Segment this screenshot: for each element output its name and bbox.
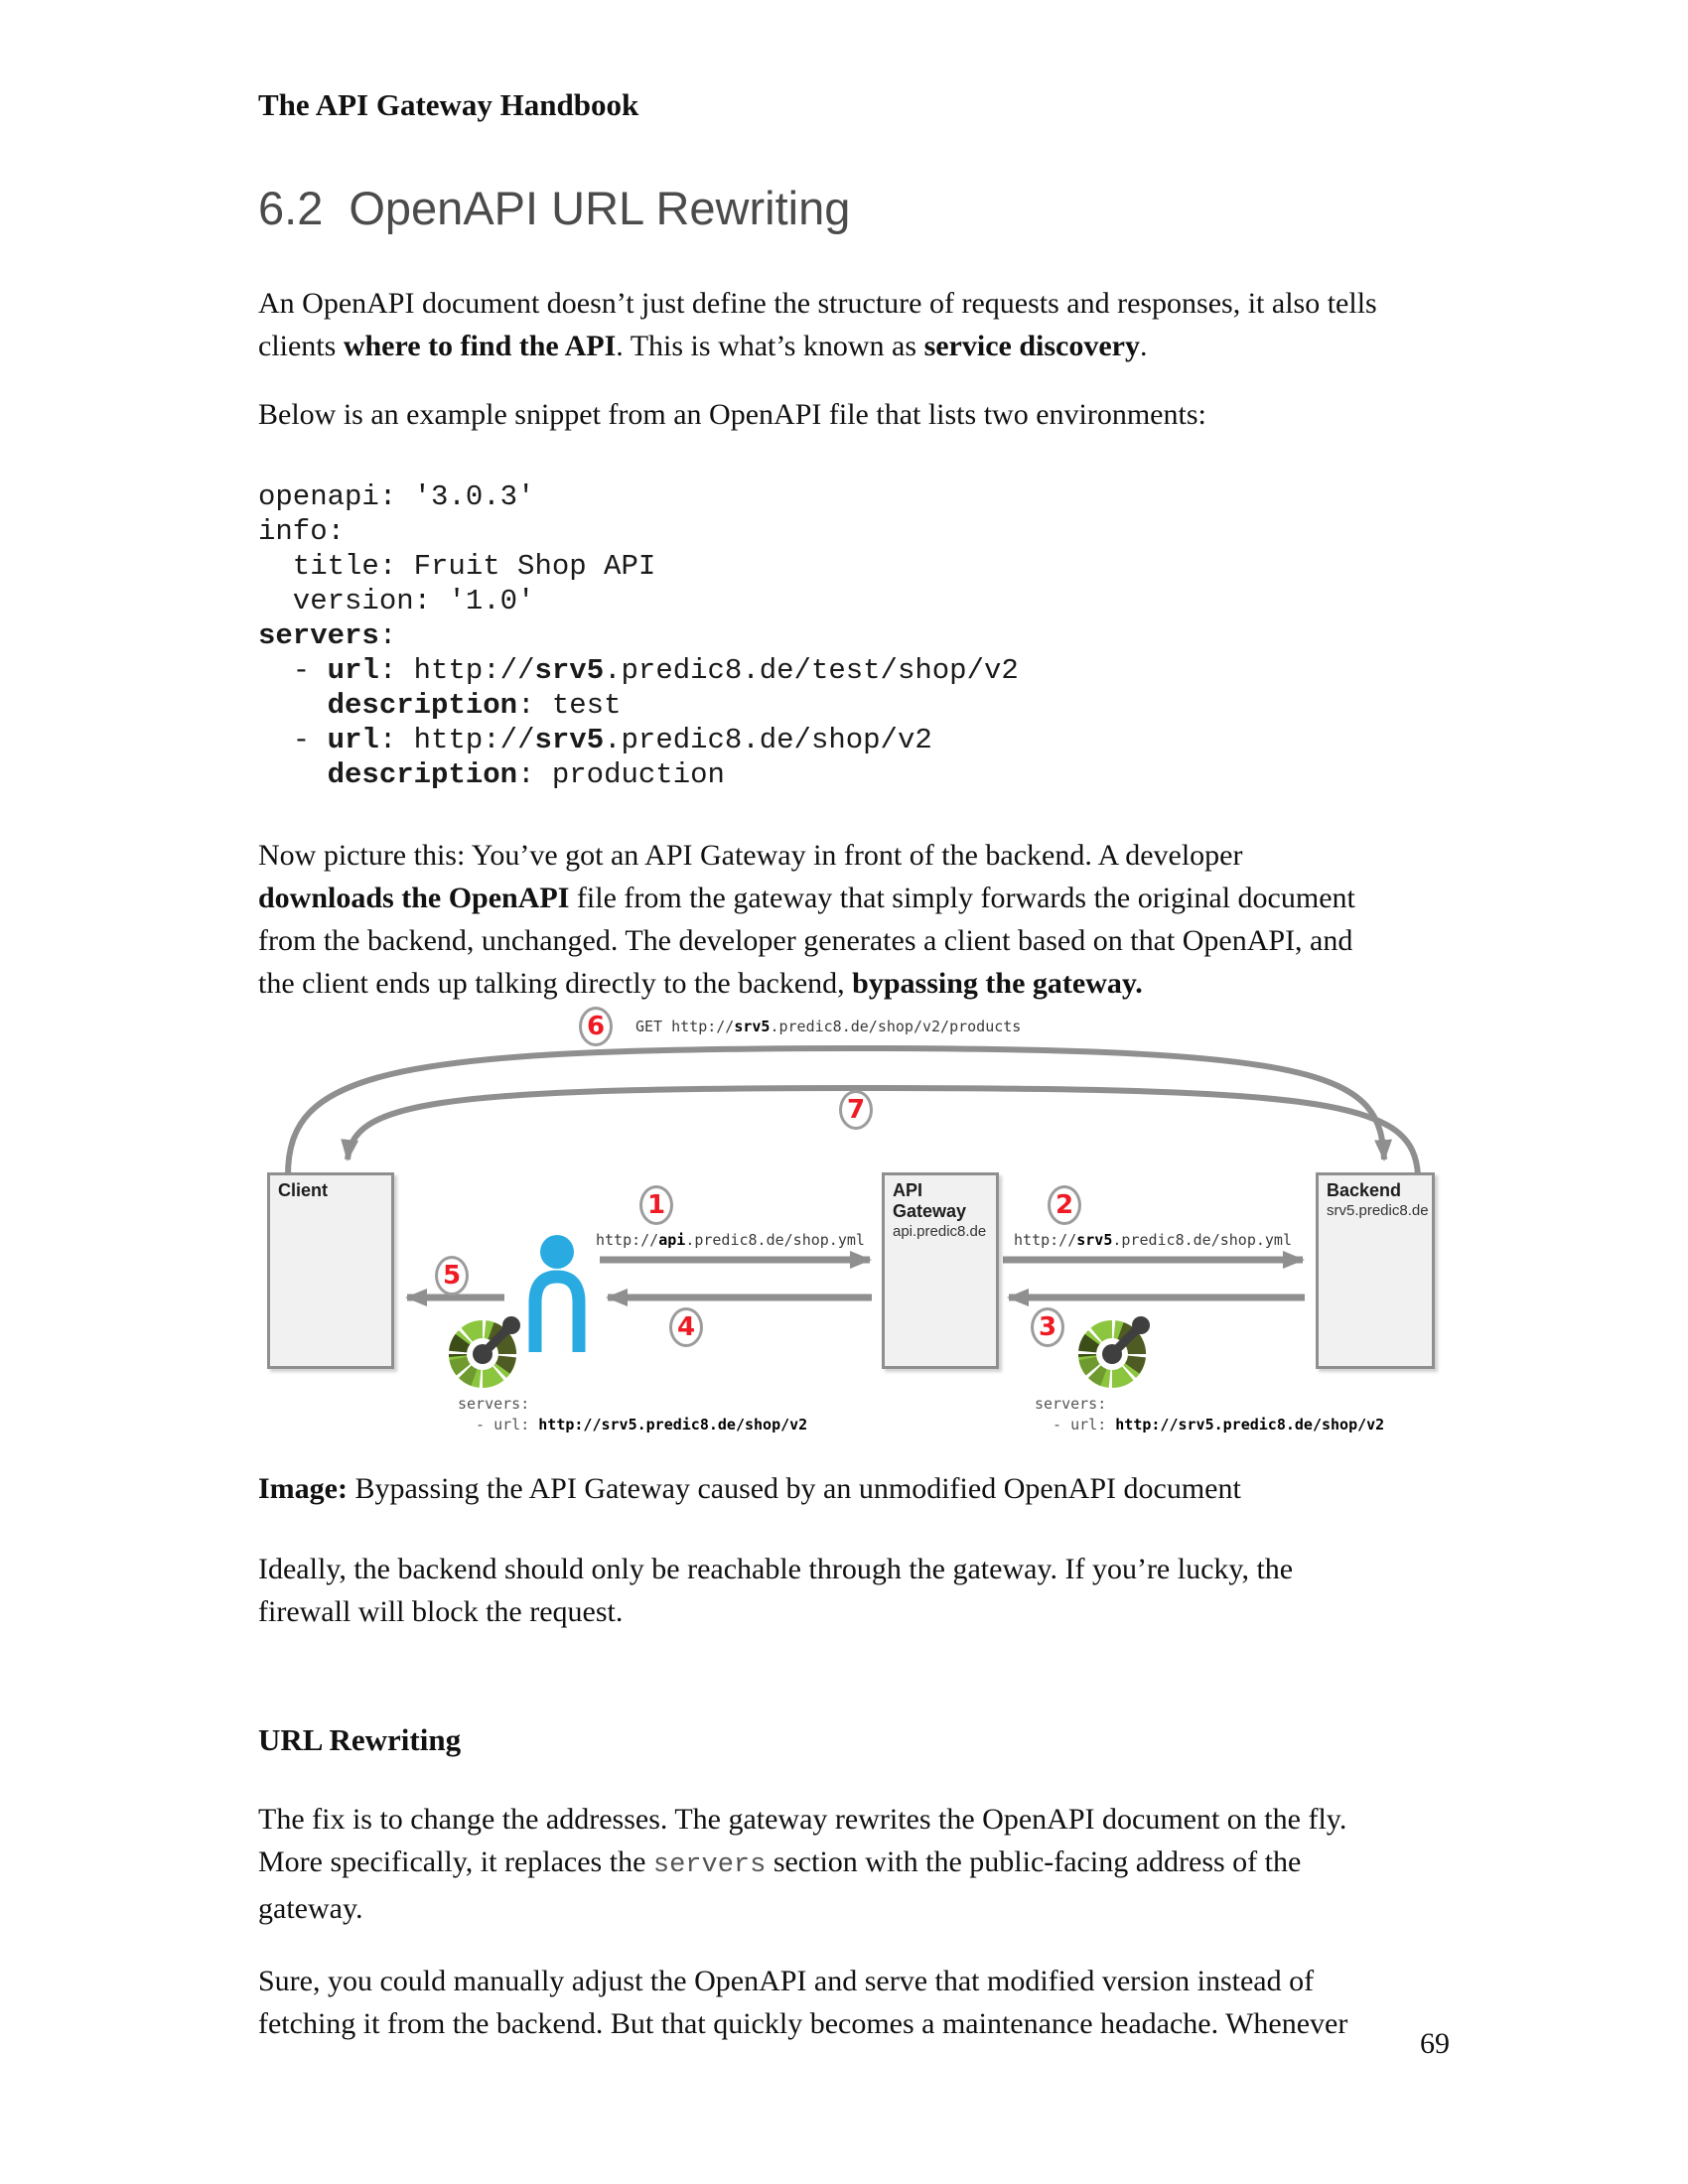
page-number: 69 <box>1420 2027 1450 2060</box>
step-6-badge: 6 <box>579 1007 613 1046</box>
paragraph-intro: An OpenAPI document doesn’t just define … <box>258 287 1377 362</box>
running-header: The API Gateway Handbook <box>258 87 639 122</box>
step-4-badge: 4 <box>669 1307 703 1347</box>
step-7-badge: 7 <box>839 1090 873 1130</box>
api-gateway-box: API Gateway api.predic8.de <box>882 1172 999 1369</box>
client-box-title: Client <box>278 1180 329 1200</box>
backend-box-subtitle: srv5.predic8.de <box>1327 1202 1429 1219</box>
diagram-bypassing-gateway: Client API Gateway api.predic8.de Backen… <box>258 1005 1460 1441</box>
step-2-badge: 2 <box>1048 1185 1081 1225</box>
gateway-to-backend-url-label: http://srv5.predic8.de/shop.yml <box>1014 1231 1292 1249</box>
section-number: 6.2 <box>258 182 324 234</box>
developer-person-icon <box>528 1235 586 1352</box>
arc-request-client-to-backend <box>285 1044 1393 1176</box>
document-page: The API Gateway Handbook 6.2 OpenAPI URL … <box>258 0 1460 2045</box>
backend-box-title: Backend <box>1327 1180 1402 1200</box>
diagram-arrows <box>285 1044 1421 1306</box>
paragraph-ideally: Ideally, the backend should only be reac… <box>258 1553 1294 1628</box>
openapi-logo-wheel-icon <box>448 1316 520 1389</box>
code-block-openapi-yaml: openapi: '3.0.3'info: title: Fruit Shop … <box>258 480 1019 791</box>
api-gateway-box-subtitle: api.predic8.de <box>893 1223 987 1240</box>
api-gateway-box-title: API Gateway <box>893 1180 967 1221</box>
backend-box: Backend srv5.predic8.de <box>1316 1172 1435 1369</box>
paragraph-sure-manual: Sure, you could manually adjust the Open… <box>258 1965 1348 2040</box>
paragraph-now-picture: Now picture this: You’ve got an API Gate… <box>258 839 1355 1000</box>
paragraph-the-fix: The fix is to change the addresses. The … <box>258 1803 1347 1925</box>
step-1-badge: 1 <box>639 1185 673 1225</box>
paragraph-below-example: Below is an example snippet from an Open… <box>258 398 1206 431</box>
subheading-url-rewriting: URL Rewriting <box>258 1722 462 1757</box>
servers-snippet-right: servers: - url: http://srv5.predic8.de/s… <box>1035 1395 1385 1433</box>
section-heading: 6.2 OpenAPI URL Rewriting <box>258 181 1460 236</box>
step-5-badge: 5 <box>435 1256 469 1296</box>
get-products-url-label: GET http://srv5.predic8.de/shop/v2/produ… <box>635 1018 1022 1035</box>
arc-response-backend-to-client <box>341 1084 1421 1176</box>
openapi-logo-wheel-icon <box>1077 1316 1150 1389</box>
servers-snippet-left: servers: - url: http://srv5.predic8.de/s… <box>458 1395 808 1433</box>
image-caption: Image: Bypassing the API Gateway caused … <box>258 1472 1241 1505</box>
client-to-gateway-url-label: http://api.predic8.de/shop.yml <box>596 1231 865 1249</box>
step-3-badge: 3 <box>1031 1307 1064 1347</box>
section-title: OpenAPI URL Rewriting <box>349 182 851 234</box>
client-box: Client <box>267 1172 394 1369</box>
